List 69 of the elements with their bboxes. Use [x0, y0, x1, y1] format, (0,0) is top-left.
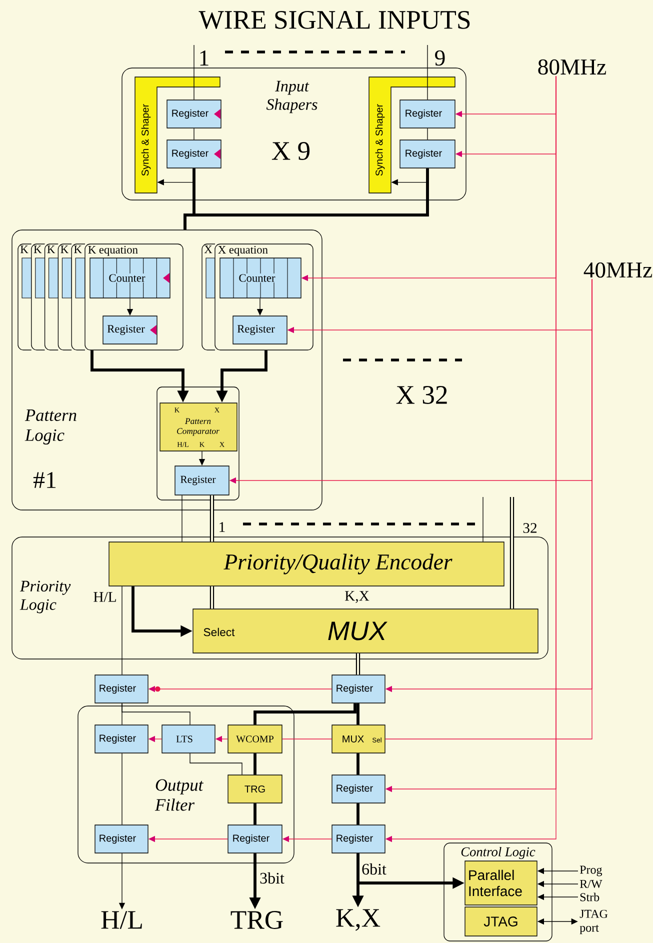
- register-box: Register: [94, 674, 148, 704]
- clock-label: 40MHz: [584, 262, 652, 278]
- register-box: Register: [232, 316, 288, 344]
- port-label: R/W: [580, 880, 602, 888]
- equation-card: K: [18, 244, 32, 350]
- connector: [282, 738, 332, 740]
- connector: [356, 653, 360, 675]
- connector: [184, 168, 429, 230]
- connector: [254, 803, 256, 825]
- connector: [210, 495, 214, 542]
- equation-card: K: [44, 244, 59, 350]
- connector: [190, 753, 242, 775]
- bus-number: 32: [523, 523, 537, 533]
- register-box: Register: [174, 466, 230, 496]
- output-label: H/L: [101, 911, 142, 929]
- equation-card: K: [31, 244, 46, 350]
- output-label: TRG: [230, 911, 283, 929]
- register-box: Register: [400, 140, 456, 168]
- port-label: JTAG port: [580, 910, 608, 934]
- edge-label: 6bit: [360, 862, 388, 876]
- output-label: K,X: [336, 909, 380, 931]
- interface-box: Parallel Interface: [464, 860, 538, 906]
- input-number: 9: [435, 50, 445, 66]
- edge-label: 3bit: [258, 871, 286, 885]
- connector: [254, 703, 356, 725]
- register-box: Register: [332, 774, 386, 804]
- register-box: Register: [332, 674, 386, 704]
- register-box: Register: [94, 724, 148, 754]
- logic-box: WCOMP: [228, 724, 282, 754]
- encoder-box: Priority/Quality Encoder: [108, 542, 504, 586]
- node-label: K: [74, 246, 82, 254]
- title: WIRE SIGNAL INPUTS: [198, 11, 470, 30]
- node-label: K: [20, 246, 28, 254]
- logic-box: LTS: [162, 724, 216, 754]
- counter-box: Counter: [90, 258, 170, 298]
- jtag-box: JTAG: [464, 906, 538, 936]
- register-box: Register: [166, 140, 222, 168]
- register-box: Register: [400, 100, 456, 128]
- clock-label: 80MHz: [538, 59, 606, 75]
- signal-label: K,X: [345, 591, 370, 603]
- repeat-count: X 9: [272, 142, 310, 160]
- register-box: Register: [228, 824, 282, 854]
- connector: [427, 128, 428, 140]
- repeat-count: X 32: [396, 386, 447, 404]
- connector: [210, 586, 214, 609]
- connector: [427, 44, 428, 100]
- logic-box: TRG: [228, 774, 282, 804]
- connector: [356, 803, 360, 825]
- input-number: 1: [200, 50, 208, 66]
- register-box: Register: [102, 316, 158, 344]
- equation-card: X: [202, 244, 216, 350]
- mux-box: Select MUX: [192, 608, 538, 654]
- connector: [482, 496, 484, 542]
- counter-box: Counter: [220, 258, 302, 298]
- equation-card: K: [71, 244, 86, 350]
- connector: [122, 703, 190, 725]
- connector: [254, 753, 256, 775]
- register-box: Register: [94, 824, 148, 854]
- connector: [510, 497, 514, 609]
- register-box: Register: [332, 824, 386, 854]
- port-label: Prog: [580, 866, 602, 876]
- node-label: X: [204, 246, 212, 254]
- signal-label: H/L: [94, 592, 116, 602]
- connector: [356, 753, 360, 775]
- bus-number: 1: [220, 522, 225, 532]
- connector: [356, 703, 360, 725]
- equation-card: K: [58, 244, 72, 350]
- port-label: Strb: [580, 892, 600, 902]
- register-box: Register: [166, 100, 222, 128]
